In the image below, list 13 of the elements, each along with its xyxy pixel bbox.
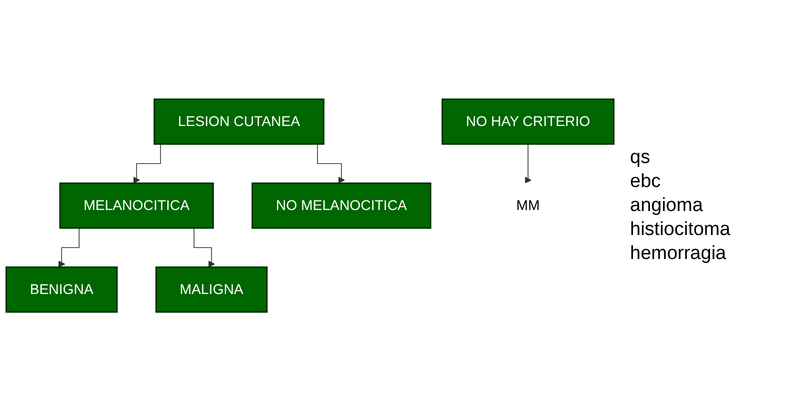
note-text: ebc xyxy=(630,170,662,194)
node-box: NO MELANOCITICA xyxy=(252,182,432,230)
note-text: hemorragia xyxy=(630,242,728,266)
arrow xyxy=(524,144,532,184)
note-text: qs xyxy=(630,146,652,170)
node-text: MM xyxy=(516,198,540,214)
node-box: MALIGNA xyxy=(155,266,268,314)
note-text: histiocitoma xyxy=(630,218,730,242)
node-box: NO HAY CRITERIO xyxy=(442,98,614,146)
node-box: LESION CUTANEA xyxy=(154,98,324,146)
note-text: angioma xyxy=(630,194,704,218)
node-box: MELANOCITICA xyxy=(59,182,214,230)
node-box: BENIGNA xyxy=(6,266,118,314)
